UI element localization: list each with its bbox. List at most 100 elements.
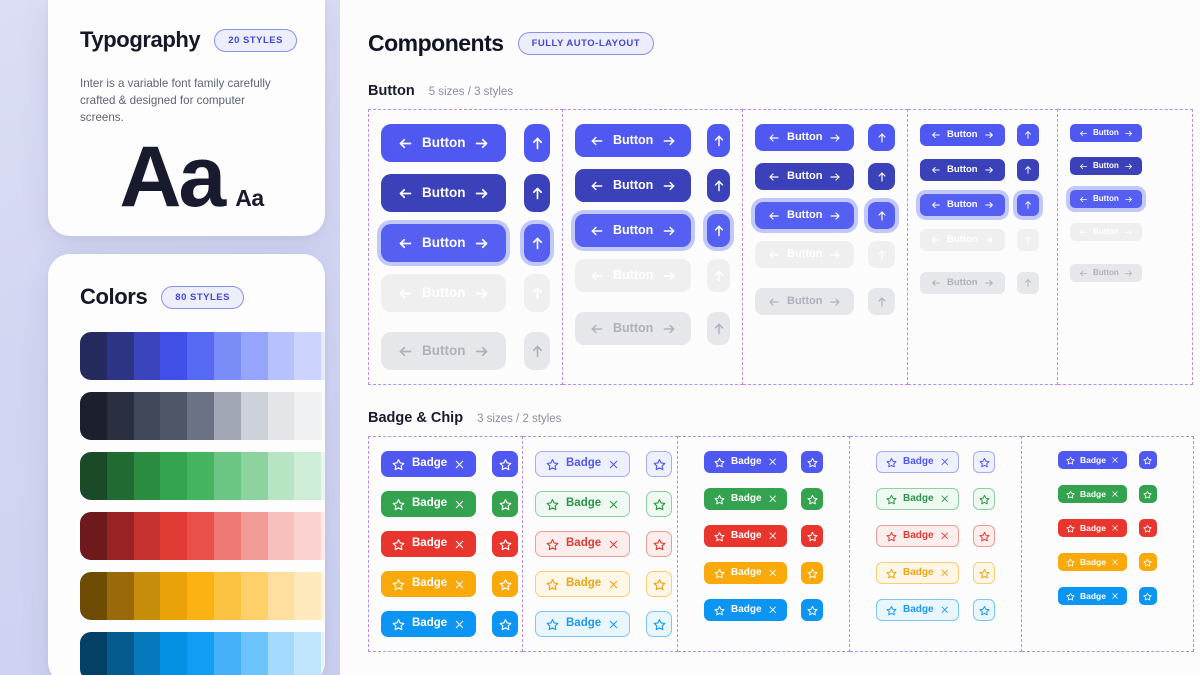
close-icon[interactable] bbox=[454, 539, 465, 550]
color-swatch[interactable] bbox=[133, 632, 161, 675]
icon-button-lg-hover[interactable] bbox=[707, 169, 730, 202]
badge-red-filled-md[interactable]: Badge bbox=[703, 525, 788, 547]
color-swatch[interactable] bbox=[213, 512, 241, 560]
badge-amber-filled-md[interactable]: Badge bbox=[703, 562, 788, 584]
color-swatch[interactable] bbox=[267, 392, 295, 440]
close-icon[interactable] bbox=[454, 619, 465, 630]
color-swatch[interactable] bbox=[187, 512, 214, 560]
button-lg-focus[interactable]: Button bbox=[575, 214, 692, 247]
close-icon[interactable] bbox=[608, 619, 619, 630]
color-swatch[interactable] bbox=[187, 332, 214, 380]
close-icon[interactable] bbox=[608, 539, 619, 550]
badge-blue-filled-lg[interactable]: Badge bbox=[381, 611, 477, 637]
chip-amber-filled-md[interactable] bbox=[801, 562, 824, 584]
chip-green-filled-sm[interactable] bbox=[1138, 485, 1157, 503]
color-swatch[interactable] bbox=[133, 452, 161, 500]
chip-blue-outlined-md[interactable] bbox=[973, 599, 996, 621]
button-md-default[interactable]: Button bbox=[755, 124, 855, 151]
chip-red-outlined-lg[interactable] bbox=[646, 531, 673, 557]
icon-button-sm-focus[interactable] bbox=[1016, 194, 1039, 216]
color-swatch[interactable] bbox=[294, 392, 322, 440]
close-icon[interactable] bbox=[768, 457, 778, 467]
color-swatch[interactable] bbox=[294, 512, 322, 560]
chip-red-outlined-md[interactable] bbox=[973, 525, 996, 547]
color-swatch[interactable] bbox=[321, 452, 325, 500]
icon-button-md-hover[interactable] bbox=[868, 163, 895, 190]
chip-green-filled-md[interactable] bbox=[801, 488, 824, 510]
close-icon[interactable] bbox=[940, 568, 950, 578]
chip-amber-filled-sm[interactable] bbox=[1138, 553, 1157, 571]
close-icon[interactable] bbox=[1111, 490, 1119, 498]
chip-blue-filled-sm[interactable] bbox=[1138, 587, 1157, 605]
color-swatch[interactable] bbox=[80, 392, 107, 440]
color-swatch[interactable] bbox=[187, 392, 214, 440]
button-xs-hover[interactable]: Button bbox=[1070, 157, 1142, 175]
icon-button-xl-default[interactable] bbox=[524, 124, 550, 162]
color-swatch[interactable] bbox=[106, 452, 134, 500]
icon-button-xl-focus[interactable] bbox=[524, 224, 550, 262]
icon-button-lg-default[interactable] bbox=[707, 124, 730, 157]
chip-red-filled-lg[interactable] bbox=[492, 531, 519, 557]
icon-button-md-pressed[interactable] bbox=[868, 241, 895, 268]
color-swatch[interactable] bbox=[80, 512, 107, 560]
color-swatch[interactable] bbox=[160, 632, 188, 675]
button-md-pressed[interactable]: Button bbox=[755, 241, 855, 268]
badge-indigo-filled-lg[interactable]: Badge bbox=[381, 451, 477, 477]
badge-amber-outlined-lg[interactable]: Badge bbox=[535, 571, 631, 597]
button-xs-default[interactable]: Button bbox=[1070, 124, 1142, 142]
button-xs-pressed[interactable]: Button bbox=[1070, 223, 1142, 241]
button-md-focus[interactable]: Button bbox=[755, 202, 855, 229]
colors-styles-badge[interactable]: 80 STYLES bbox=[161, 285, 244, 309]
auto-layout-badge[interactable]: FULLY AUTO-LAYOUT bbox=[517, 32, 654, 55]
badge-blue-outlined-lg[interactable]: Badge bbox=[535, 611, 631, 637]
button-lg-hover[interactable]: Button bbox=[575, 169, 692, 202]
close-icon[interactable] bbox=[768, 531, 778, 541]
color-swatch[interactable] bbox=[160, 512, 188, 560]
color-swatch[interactable] bbox=[267, 572, 295, 620]
badge-indigo-filled-sm[interactable]: Badge bbox=[1058, 451, 1127, 469]
button-lg-default[interactable]: Button bbox=[575, 124, 692, 157]
chip-red-filled-md[interactable] bbox=[801, 525, 824, 547]
icon-button-xl-pressed[interactable] bbox=[524, 274, 550, 312]
color-swatch[interactable] bbox=[80, 452, 107, 500]
close-icon[interactable] bbox=[1111, 558, 1119, 566]
close-icon[interactable] bbox=[608, 579, 619, 590]
badge-amber-filled-sm[interactable]: Badge bbox=[1058, 553, 1127, 571]
color-swatch[interactable] bbox=[240, 632, 268, 675]
icon-button-sm-hover[interactable] bbox=[1016, 159, 1039, 181]
color-swatch[interactable] bbox=[321, 572, 325, 620]
icon-button-sm-pressed[interactable] bbox=[1016, 229, 1039, 251]
color-swatch[interactable] bbox=[294, 632, 322, 675]
color-swatch[interactable] bbox=[321, 392, 325, 440]
color-swatch[interactable] bbox=[294, 452, 322, 500]
badge-indigo-outlined-md[interactable]: Badge bbox=[875, 451, 960, 473]
close-icon[interactable] bbox=[454, 499, 465, 510]
badge-green-outlined-md[interactable]: Badge bbox=[875, 488, 960, 510]
icon-button-md-focus[interactable] bbox=[868, 202, 895, 229]
color-swatch[interactable] bbox=[240, 452, 268, 500]
color-swatch[interactable] bbox=[294, 572, 322, 620]
close-icon[interactable] bbox=[940, 457, 950, 467]
close-icon[interactable] bbox=[768, 568, 778, 578]
chip-blue-filled-md[interactable] bbox=[801, 599, 824, 621]
color-swatch[interactable] bbox=[213, 392, 241, 440]
color-swatch[interactable] bbox=[133, 572, 161, 620]
button-xs-focus[interactable]: Button bbox=[1070, 190, 1142, 208]
color-swatch[interactable] bbox=[213, 572, 241, 620]
badge-indigo-filled-md[interactable]: Badge bbox=[703, 451, 788, 473]
badge-blue-filled-sm[interactable]: Badge bbox=[1058, 587, 1127, 605]
color-swatch[interactable] bbox=[267, 452, 295, 500]
color-swatch[interactable] bbox=[160, 392, 188, 440]
color-swatch[interactable] bbox=[267, 632, 295, 675]
badge-amber-outlined-md[interactable]: Badge bbox=[875, 562, 960, 584]
close-icon[interactable] bbox=[608, 499, 619, 510]
chip-indigo-filled-sm[interactable] bbox=[1138, 451, 1157, 469]
button-xl-default[interactable]: Button bbox=[381, 124, 507, 162]
close-icon[interactable] bbox=[1111, 524, 1119, 532]
close-icon[interactable] bbox=[1111, 456, 1119, 464]
button-sm-pressed[interactable]: Button bbox=[920, 229, 1005, 251]
button-lg-pressed[interactable]: Button bbox=[575, 259, 692, 292]
close-icon[interactable] bbox=[454, 459, 465, 470]
badge-red-outlined-lg[interactable]: Badge bbox=[535, 531, 631, 557]
button-xl-hover[interactable]: Button bbox=[381, 174, 507, 212]
